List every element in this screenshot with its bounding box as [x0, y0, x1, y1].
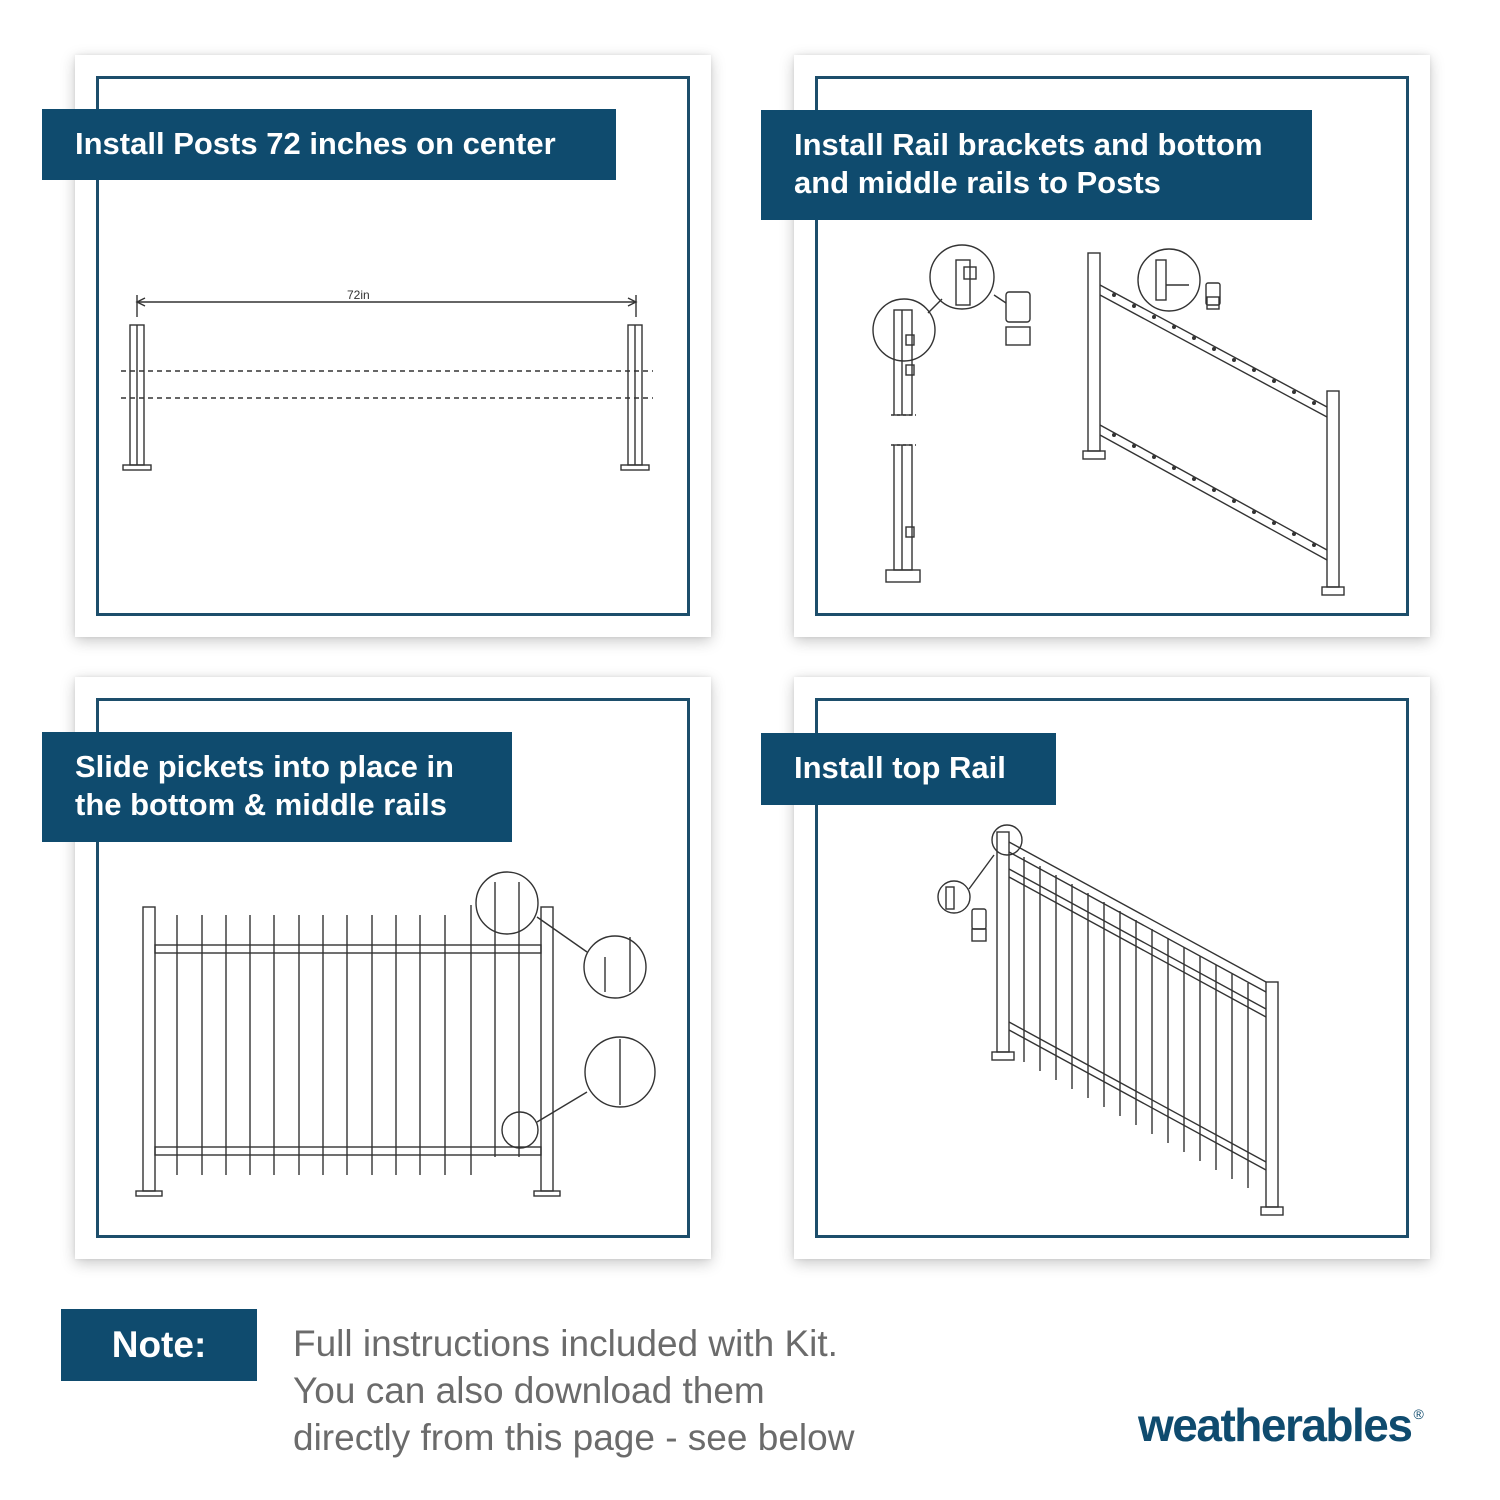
note-line-3: directly from this page - see below [293, 1417, 855, 1458]
step-2-title-line-1: Install Rail brackets and bottom [794, 127, 1263, 162]
card-frame [815, 698, 1409, 1238]
pickets-drawing [135, 871, 656, 1197]
note-text: Full instructions included with Kit. You… [293, 1320, 854, 1461]
note-line-2: You can also download them [293, 1370, 765, 1411]
brand-name: weatherables [1138, 1399, 1413, 1451]
card-frame [96, 76, 690, 616]
brand-logo: weatherables® [1138, 1398, 1424, 1452]
step-3-banner: Slide pickets into place in the bottom &… [42, 732, 512, 842]
note-label: Note: [61, 1309, 257, 1381]
step-2-title-line-2: and middle rails to Posts [794, 165, 1161, 200]
step-4-title: Install top Rail [794, 750, 1006, 785]
card-frame [96, 698, 690, 1238]
step-3-title-line-2: the bottom & middle rails [75, 787, 448, 822]
step-1-title: Install Posts 72 inches on center [75, 126, 556, 161]
step-3-title-line-1: Slide pickets into place in [75, 749, 454, 784]
note-line-1: Full instructions included with Kit. [293, 1323, 838, 1364]
rail-brackets-drawing [872, 244, 1345, 596]
card-frame [815, 76, 1409, 616]
step-1-banner: Install Posts 72 inches on center [42, 109, 616, 180]
posts-72in-drawing: 72in [121, 288, 653, 471]
step-2-banner: Install Rail brackets and bottom and mid… [761, 110, 1312, 220]
step-4-banner: Install top Rail [761, 733, 1056, 805]
registered-mark: ® [1413, 1406, 1424, 1422]
top-rail-drawing [937, 824, 1284, 1216]
dimension-label: 72in [347, 288, 370, 302]
